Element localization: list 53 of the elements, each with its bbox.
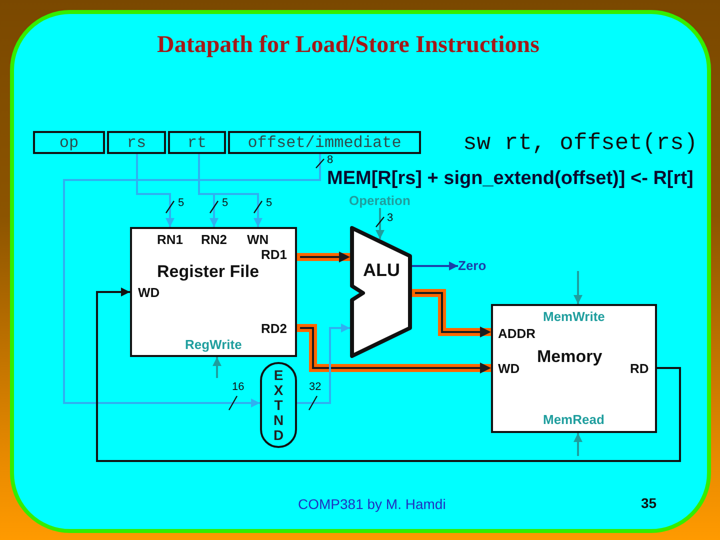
control-signal-label: RegWrite — [185, 338, 242, 351]
bus-arrow — [297, 324, 491, 374]
signal-arrow — [96, 288, 681, 462]
port-label: WD — [138, 286, 160, 299]
instruction-field — [228, 131, 421, 154]
port-label: WD — [498, 362, 520, 375]
signal-arrow — [574, 433, 582, 456]
footer-text: COMP381 by M. Hamdi — [298, 497, 446, 511]
port-label: ADDR — [498, 327, 536, 340]
memory-block — [491, 304, 657, 433]
block-title: Memory — [537, 348, 602, 365]
bus-width-label: 32 — [309, 382, 322, 393]
field-label: rs — [126, 134, 146, 150]
page-number: 35 — [641, 496, 657, 510]
bus-width-label: 3 — [387, 213, 394, 224]
control-signal-label: MemWrite — [543, 310, 605, 323]
signal-arrow — [376, 208, 384, 239]
signal-arrow — [63, 154, 321, 408]
block-title: Register File — [157, 263, 260, 280]
port-label: RD2 — [261, 322, 288, 335]
instruction-syntax: sw rt, offset(rs) — [463, 132, 698, 155]
bus-width-label: 16 — [232, 382, 244, 393]
output-signal-label: Zero — [458, 259, 486, 272]
bus-width-label: 8 — [327, 155, 334, 166]
field-label: op — [59, 134, 79, 150]
control-signal-label: MemRead — [543, 413, 604, 426]
field-label: offset/immediate — [248, 134, 402, 150]
port-label: RD — [630, 362, 649, 375]
port-label: RN1 — [157, 233, 184, 246]
instruction-field — [107, 131, 166, 154]
control-signal-label: Operation — [349, 194, 410, 207]
register-file-block — [130, 227, 297, 357]
signal-arrow — [136, 154, 174, 227]
alu-block — [350, 226, 412, 358]
signal-arrow — [412, 262, 458, 270]
slide-title: Datapath for Load/Store Instructions — [157, 33, 540, 57]
instruction-field — [168, 131, 226, 154]
port-label: WN — [247, 233, 269, 246]
bus-width-label: 5 — [178, 198, 184, 209]
bus-width-label: 5 — [222, 198, 228, 209]
bus-arrow — [297, 252, 350, 262]
operation-formula: MEM[R[rs] + sign_extend(offset)] <- R[rt] — [327, 169, 694, 188]
signal-arrow — [212, 357, 222, 378]
port-label: RD1 — [261, 248, 288, 261]
signal-arrow — [297, 324, 350, 404]
port-label: RN2 — [201, 233, 228, 246]
bus-width-label: 5 — [266, 198, 272, 209]
signal-arrow — [574, 271, 582, 304]
field-label: rt — [187, 134, 207, 150]
vertical-label: EXTND — [272, 368, 285, 442]
block-title: ALU — [363, 261, 400, 279]
sign-extend-unit — [260, 362, 297, 448]
instruction-field — [33, 131, 105, 154]
